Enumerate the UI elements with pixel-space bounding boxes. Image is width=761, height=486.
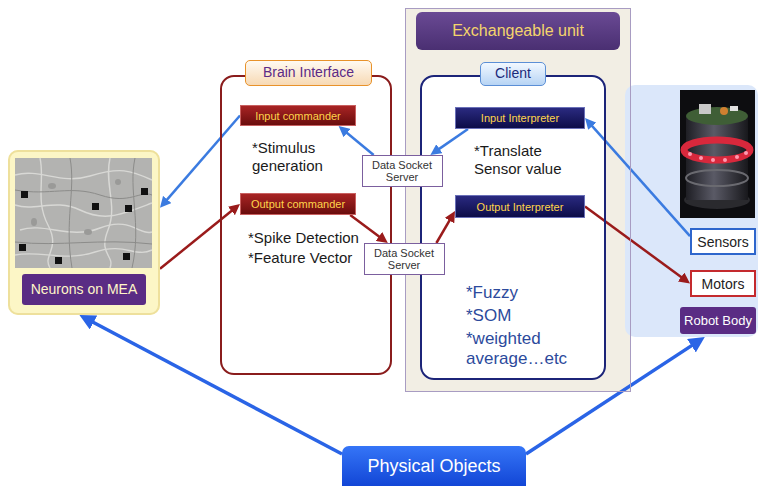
robot-top-board	[686, 107, 748, 125]
panel-ground	[420, 75, 606, 380]
process-box: Output commander	[240, 193, 356, 215]
box-label: Output commander	[251, 198, 345, 210]
annotation-text: *SOM	[466, 306, 511, 326]
mea-micrograph	[15, 158, 152, 268]
arrow-connector	[87, 319, 342, 454]
io-box: Motors	[690, 270, 756, 297]
led-dots	[688, 151, 748, 162]
annotation-text: *weighted average…etc	[466, 329, 581, 369]
box-label: Sensors	[697, 234, 748, 250]
process-box: Input commander	[240, 105, 356, 126]
panel-grounds	[8, 8, 758, 392]
led-ring	[684, 140, 750, 160]
robot-part	[720, 107, 728, 115]
annotation: *SOM	[466, 306, 511, 326]
box-label: Data Socket Server	[366, 159, 439, 183]
micrograph-ground	[15, 158, 152, 268]
box-label: Input commander	[255, 110, 341, 122]
arrow-connector	[435, 129, 468, 152]
neurite-dark	[15, 158, 152, 268]
box-label: Physical Objects	[367, 456, 500, 477]
annotation-text: *Fuzzy	[466, 283, 518, 303]
annotation: *Spike Detection	[248, 229, 359, 247]
annotation-text: *Translate Sensor value	[474, 142, 574, 178]
annotation-text: *Feature Vector	[248, 249, 352, 267]
annotation: *Stimulus generation	[252, 139, 337, 175]
annotation-text: *Stimulus generation	[252, 139, 337, 175]
box-label: Input Interpreter	[481, 112, 559, 124]
neurite-light	[15, 158, 152, 268]
box-label: Output Interpreter	[477, 201, 564, 213]
robot-part	[730, 106, 738, 111]
io-box: Sensors	[690, 228, 756, 255]
arrow-connector	[160, 207, 236, 268]
header-tab: Client	[480, 62, 546, 86]
panel: Robot Body SensorsMotors	[625, 85, 758, 337]
arrow-connector	[343, 130, 374, 155]
annotation-text: *Spike Detection	[248, 229, 359, 247]
robot-part	[699, 104, 711, 114]
robot-seam	[686, 170, 748, 186]
arrow-connector	[585, 207, 686, 281]
object-box: Physical Objects	[342, 446, 526, 486]
arrow-connector	[164, 116, 240, 204]
panel-label: Robot Body	[680, 307, 756, 334]
annotation: *Translate Sensor value	[474, 142, 574, 178]
panel: Neurons on MEA	[8, 150, 160, 315]
annotation: *Fuzzy	[466, 283, 518, 303]
group-frame: Brain InterfaceInput commanderOutput com…	[220, 75, 392, 375]
panel-ground	[405, 8, 631, 392]
header-tab: Brain Interface	[245, 60, 372, 86]
panel-ground	[8, 150, 160, 315]
photo-ground	[680, 90, 755, 218]
cell-bodies	[31, 179, 121, 235]
electrode-pads	[19, 188, 148, 264]
box-label: Motors	[702, 276, 745, 292]
panel-label: Neurons on MEA	[22, 274, 146, 305]
panel-ground	[625, 85, 758, 337]
process-box: Input Interpreter	[455, 107, 585, 129]
server-box: Data Socket Server	[362, 155, 443, 187]
robot-photo	[680, 90, 755, 218]
annotation: *Feature Vector	[248, 249, 352, 267]
annotation: *weighted average…etc	[466, 329, 581, 369]
header-banner: Exchangeable unit	[416, 12, 620, 50]
arrow-connector	[436, 216, 452, 243]
box-label: Data Socket Server	[368, 247, 441, 271]
server-box: Data Socket Server	[364, 243, 445, 275]
process-box: Output Interpreter	[455, 195, 585, 218]
